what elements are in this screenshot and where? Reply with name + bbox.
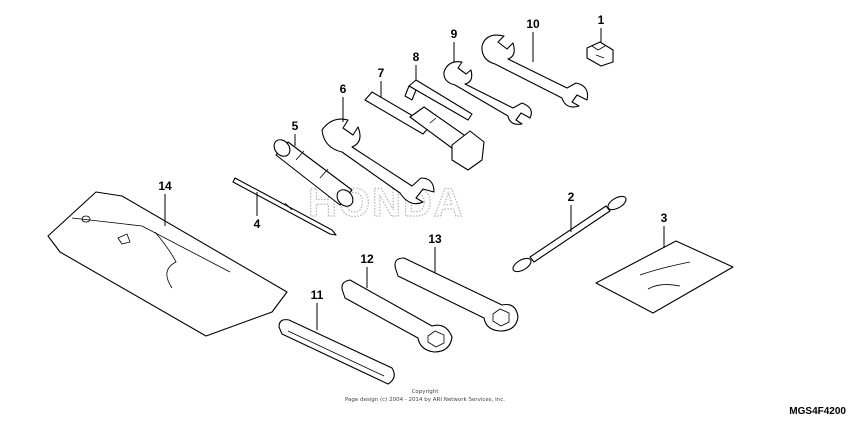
spark-plug-wrench-icon[interactable] [364, 91, 485, 171]
svg-text:2: 2 [568, 190, 575, 204]
screwdriver-icon[interactable] [232, 177, 337, 236]
callout-9: 9 [451, 27, 458, 62]
svg-text:3: 3 [661, 211, 668, 225]
callout-13: 13 [428, 232, 442, 273]
box-wrench-icon[interactable] [341, 279, 453, 353]
svg-text:12: 12 [360, 252, 374, 266]
callout-6: 6 [340, 82, 347, 122]
hex-key-icon[interactable] [404, 79, 473, 121]
rod-with-loops-icon[interactable] [511, 194, 628, 275]
svg-text:6: 6 [340, 82, 347, 96]
callout-2: 2 [568, 190, 575, 232]
diagram-code: MGS4F4200 [789, 406, 846, 417]
double-wrench-icon[interactable] [481, 34, 589, 108]
small-wrench-icon[interactable] [443, 61, 532, 125]
callout-11: 11 [311, 288, 324, 330]
svg-text:4: 4 [254, 217, 261, 231]
manual-sheet-icon[interactable] [595, 240, 734, 314]
callout-7: 7 [378, 66, 385, 98]
svg-text:1: 1 [598, 13, 605, 27]
callout-12: 12 [360, 252, 374, 288]
callout-10: 10 [526, 17, 540, 62]
svg-text:8: 8 [413, 50, 420, 64]
svg-text:9: 9 [451, 27, 458, 41]
open-wrench-icon[interactable] [321, 118, 435, 205]
svg-text:5: 5 [292, 119, 299, 133]
socket-handle-icon[interactable] [271, 137, 356, 210]
copyright-label: Copyright [412, 389, 440, 395]
fuse-clip-icon[interactable] [586, 41, 614, 67]
svg-text:11: 11 [311, 288, 324, 302]
tool-bag-icon[interactable] [47, 191, 288, 337]
svg-text:13: 13 [428, 232, 442, 246]
callout-4: 4 [254, 192, 261, 231]
svg-text:7: 7 [378, 66, 385, 80]
svg-text:10: 10 [526, 17, 540, 31]
svg-text:14: 14 [158, 179, 172, 193]
handle-sleeve-icon[interactable] [278, 319, 395, 385]
callout-5: 5 [292, 119, 299, 146]
callout-14: 14 [158, 179, 172, 226]
ring-wrench-icon[interactable] [394, 257, 519, 332]
callout-1: 1 [598, 13, 605, 42]
copyright-notice: Page design (c) 2004 - 2014 by ARI Netwo… [345, 397, 505, 403]
callout-3: 3 [661, 211, 668, 248]
callout-8: 8 [413, 50, 420, 80]
